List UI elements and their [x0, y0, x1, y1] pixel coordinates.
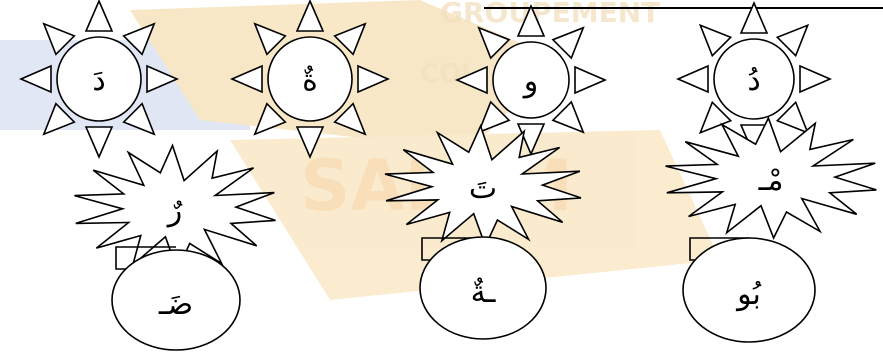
sun-letter: ةٌ	[302, 63, 318, 98]
bubble-letter: بُو	[735, 277, 761, 312]
sun-letter: و	[522, 64, 539, 99]
burst-letter: مْـ	[758, 163, 784, 198]
sun-2: ةٌ	[232, 1, 388, 157]
sun-ray	[575, 67, 605, 93]
burst-letter: رٌ	[166, 193, 183, 228]
sun-ray	[86, 1, 112, 31]
sun-ray	[800, 66, 830, 92]
bubble-3: بُو	[683, 238, 815, 342]
sun-ray	[678, 66, 708, 92]
sun-1: دَ	[21, 1, 177, 157]
sun-letter: دَ	[92, 63, 105, 98]
sun-ray	[86, 127, 112, 157]
sun-letter: دُ	[747, 63, 760, 98]
burst-letter: تَ	[469, 171, 497, 206]
bubble-2: ـةٌ	[420, 237, 546, 339]
bubble-letter: ضَـ	[158, 287, 193, 322]
watermark-line1: GROUPEMENT	[440, 0, 660, 29]
bubble-letter: ـةٌ	[471, 275, 497, 310]
